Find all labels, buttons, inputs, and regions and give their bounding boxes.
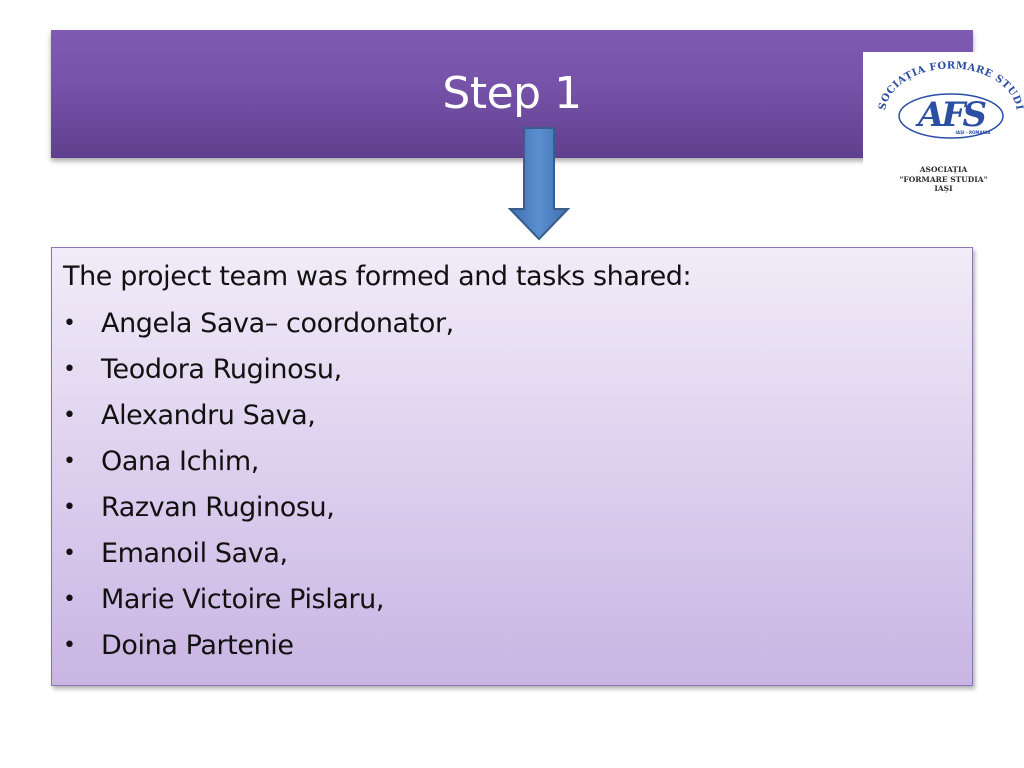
member-name: Alexandru Sava, (101, 399, 316, 431)
title-bar: Step 1 (51, 30, 973, 158)
bullet-icon: • (63, 632, 76, 658)
list-item: • Marie Victoire Pislaru, (63, 576, 454, 622)
list-item: • Teodora Ruginosu, (63, 346, 454, 392)
logo-small-text: IAȘI - ROMANIA (956, 130, 992, 135)
member-name: Teodora Ruginosu, (101, 353, 342, 385)
logo-caption-line: IAȘI (934, 184, 953, 193)
bullet-icon: • (63, 448, 76, 474)
bullet-icon: • (63, 540, 76, 566)
member-name: Marie Victoire Pislaru, (101, 583, 385, 615)
bullet-icon: • (63, 356, 76, 382)
logo-caption-line: "FORMARE STUDIA" (899, 174, 988, 184)
bullet-icon: • (63, 402, 76, 428)
slide-title: Step 1 (442, 68, 582, 119)
list-item: • Razvan Ruginosu, (63, 484, 454, 530)
bullet-icon: • (63, 494, 76, 520)
bullet-icon: • (63, 586, 76, 612)
intro-text: The project team was formed and tasks sh… (63, 261, 692, 292)
content-box: The project team was formed and tasks sh… (51, 247, 973, 686)
logo-emblem-icon: ASOCIAȚIA FORMARE STUDIA AFS IAȘI - ROMA… (858, 44, 1024, 139)
bullet-icon: • (63, 310, 76, 336)
member-name: Emanoil Sava, (101, 537, 288, 569)
list-item: • Angela Sava– coordonator, (63, 300, 454, 346)
logo-caption: ASOCIAȚIA "FORMARE STUDIA" IAȘI (863, 165, 1024, 194)
member-name: Oana Ichim, (101, 445, 259, 477)
logo-caption-line: ASOCIAȚIA (919, 165, 968, 174)
list-item: • Oana Ichim, (63, 438, 454, 484)
list-item: • Alexandru Sava, (63, 392, 454, 438)
logo: ASOCIAȚIA FORMARE STUDIA AFS IAȘI - ROMA… (858, 44, 1024, 208)
logo-monogram: AFS (915, 95, 987, 135)
list-item: • Emanoil Sava, (63, 530, 454, 576)
down-arrow-icon (508, 127, 570, 241)
member-name: Angela Sava– coordonator, (101, 307, 454, 339)
member-list: • Angela Sava– coordonator, • Teodora Rugi… (63, 300, 454, 668)
member-name: Doina Partenie (101, 629, 294, 661)
member-name: Razvan Ruginosu, (101, 491, 335, 523)
list-item: • Doina Partenie (63, 622, 454, 668)
